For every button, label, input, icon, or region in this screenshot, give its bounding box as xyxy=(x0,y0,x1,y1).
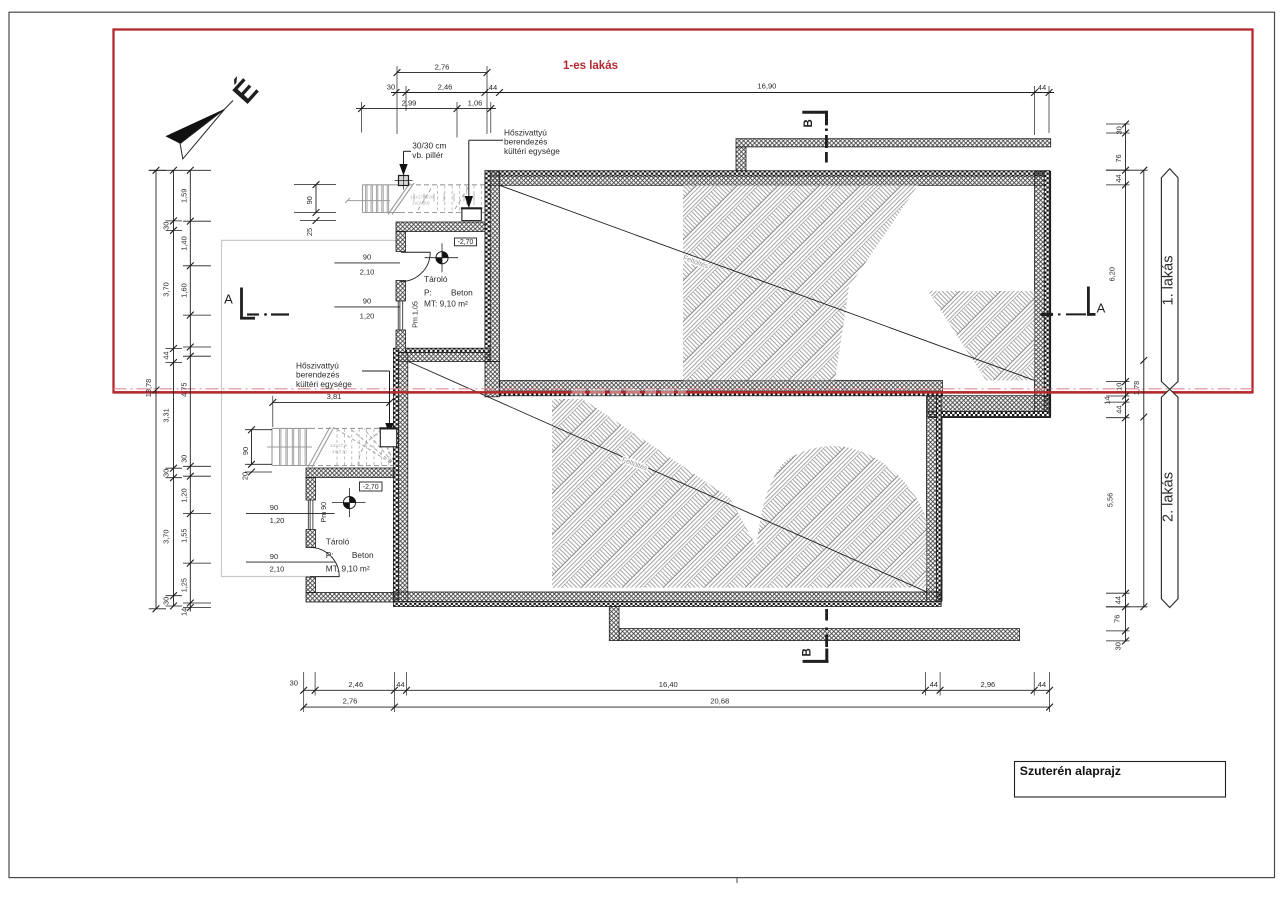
svg-text:vb. pillér: vb. pillér xyxy=(412,150,443,160)
svg-text:90: 90 xyxy=(270,552,278,561)
svg-text:90: 90 xyxy=(363,253,371,262)
svg-text:Hőszivattyú: Hőszivattyú xyxy=(296,360,339,370)
svg-text:A: A xyxy=(224,292,233,307)
svg-text:44: 44 xyxy=(396,680,404,689)
svg-text:30: 30 xyxy=(1115,126,1124,134)
svg-text:MT: 9,10 m²: MT: 9,10 m² xyxy=(424,299,468,309)
svg-text:14x17,5: 14x17,5 xyxy=(330,443,347,449)
svg-text:kültéri egysége: kültéri egysége xyxy=(296,379,352,389)
svg-text:1,40: 1,40 xyxy=(179,236,188,250)
svg-text:30: 30 xyxy=(179,455,188,463)
svg-text:1x(2,9): 1x(2,9) xyxy=(332,449,347,455)
svg-text:30/30 cm: 30/30 cm xyxy=(412,141,446,151)
svg-text:30: 30 xyxy=(387,83,395,92)
svg-text:30: 30 xyxy=(1113,642,1122,650)
svg-text:76: 76 xyxy=(1113,615,1122,623)
svg-text:1,78: 1,78 xyxy=(1132,381,1141,395)
svg-text:Beton: Beton xyxy=(352,550,374,560)
svg-text:Tároló: Tároló xyxy=(326,537,350,547)
svg-text:3,70: 3,70 xyxy=(162,530,171,544)
svg-text:Pm 1,05: Pm 1,05 xyxy=(411,301,420,328)
svg-text:14: 14 xyxy=(1103,396,1112,404)
svg-text:2,10: 2,10 xyxy=(270,565,285,574)
svg-text:kültéri egysége: kültéri egysége xyxy=(504,146,560,156)
svg-text:25: 25 xyxy=(305,228,314,236)
svg-text:44: 44 xyxy=(1114,174,1123,182)
svg-text:1,20: 1,20 xyxy=(179,488,188,502)
svg-text:14x17,5/28: 14x17,5/28 xyxy=(410,195,434,201)
svg-text:berendezés: berendezés xyxy=(504,137,547,147)
svg-text:Hőszivattyú: Hőszivattyú xyxy=(504,127,547,137)
svg-text:-2,70: -2,70 xyxy=(458,239,474,246)
svg-text:1,55: 1,55 xyxy=(179,529,188,543)
svg-text:30: 30 xyxy=(162,222,171,230)
svg-text:1,25: 1,25 xyxy=(179,578,188,592)
svg-text:1,20: 1,20 xyxy=(270,516,285,525)
svg-text:A: A xyxy=(1097,301,1106,316)
svg-text:3,81: 3,81 xyxy=(327,392,342,401)
svg-text:90: 90 xyxy=(363,297,371,306)
svg-text:P:: P: xyxy=(326,550,334,560)
svg-text:1,60: 1,60 xyxy=(179,283,188,297)
svg-text:44: 44 xyxy=(1115,405,1124,413)
svg-text:Szuterén alaprajz: Szuterén alaprajz xyxy=(1020,764,1121,778)
svg-text:berendezés: berendezés xyxy=(296,370,339,380)
svg-text:90: 90 xyxy=(305,196,314,204)
svg-text:20: 20 xyxy=(241,472,250,480)
svg-text:13,78: 13,78 xyxy=(144,379,153,398)
svg-text:16,90: 16,90 xyxy=(757,81,776,90)
svg-text:5,56: 5,56 xyxy=(1106,493,1115,507)
svg-text:44: 44 xyxy=(162,351,171,359)
svg-text:2,76: 2,76 xyxy=(343,697,358,706)
svg-text:2,96: 2,96 xyxy=(981,680,996,689)
svg-text:3,31: 3,31 xyxy=(162,408,171,422)
svg-text:1-es lakás: 1-es lakás xyxy=(563,60,618,72)
svg-text:16,40: 16,40 xyxy=(659,680,678,689)
svg-text:44: 44 xyxy=(930,680,938,689)
svg-text:14: 14 xyxy=(179,608,188,616)
svg-text:44: 44 xyxy=(1113,596,1122,604)
svg-text:90: 90 xyxy=(270,503,278,512)
svg-text:2,46: 2,46 xyxy=(348,680,363,689)
svg-text:30: 30 xyxy=(162,597,171,605)
svg-text:2,46: 2,46 xyxy=(438,83,453,92)
svg-text:30: 30 xyxy=(290,679,298,688)
svg-text:76: 76 xyxy=(1114,154,1123,162)
svg-text:P:: P: xyxy=(424,288,432,298)
svg-text:1,59: 1,59 xyxy=(179,189,188,203)
svg-text:4,75: 4,75 xyxy=(179,383,188,397)
svg-text:-2,70: -2,70 xyxy=(363,484,379,491)
svg-text:3,70: 3,70 xyxy=(162,282,171,296)
svg-text:2,76: 2,76 xyxy=(435,62,450,71)
svg-text:1,06: 1,06 xyxy=(468,98,483,107)
svg-text:Beton: Beton xyxy=(451,288,473,298)
svg-text:44: 44 xyxy=(1038,83,1046,92)
svg-text:2. lakás: 2. lakás xyxy=(1161,472,1177,522)
svg-text:2,99: 2,99 xyxy=(402,98,417,107)
svg-text:Tároló: Tároló xyxy=(424,274,448,284)
svg-text:B: B xyxy=(802,648,814,656)
svg-text:10: 10 xyxy=(1115,383,1124,391)
svg-text:44: 44 xyxy=(1038,680,1046,689)
svg-text:6,20: 6,20 xyxy=(1108,267,1117,281)
svg-text:2,10: 2,10 xyxy=(360,268,375,277)
svg-text:44: 44 xyxy=(489,83,497,92)
svg-text:1,20: 1,20 xyxy=(360,312,375,321)
svg-text:MT: 9,10 m²: MT: 9,10 m² xyxy=(326,564,370,574)
svg-text:Pm 90: Pm 90 xyxy=(319,502,328,523)
svg-text:20,68: 20,68 xyxy=(710,697,729,706)
svg-text:1x(2,99): 1x(2,99) xyxy=(412,201,430,207)
svg-text:1. lakás: 1. lakás xyxy=(1161,256,1177,306)
svg-text:90: 90 xyxy=(241,447,250,455)
svg-text:30: 30 xyxy=(162,469,171,477)
svg-text:B: B xyxy=(803,119,815,127)
